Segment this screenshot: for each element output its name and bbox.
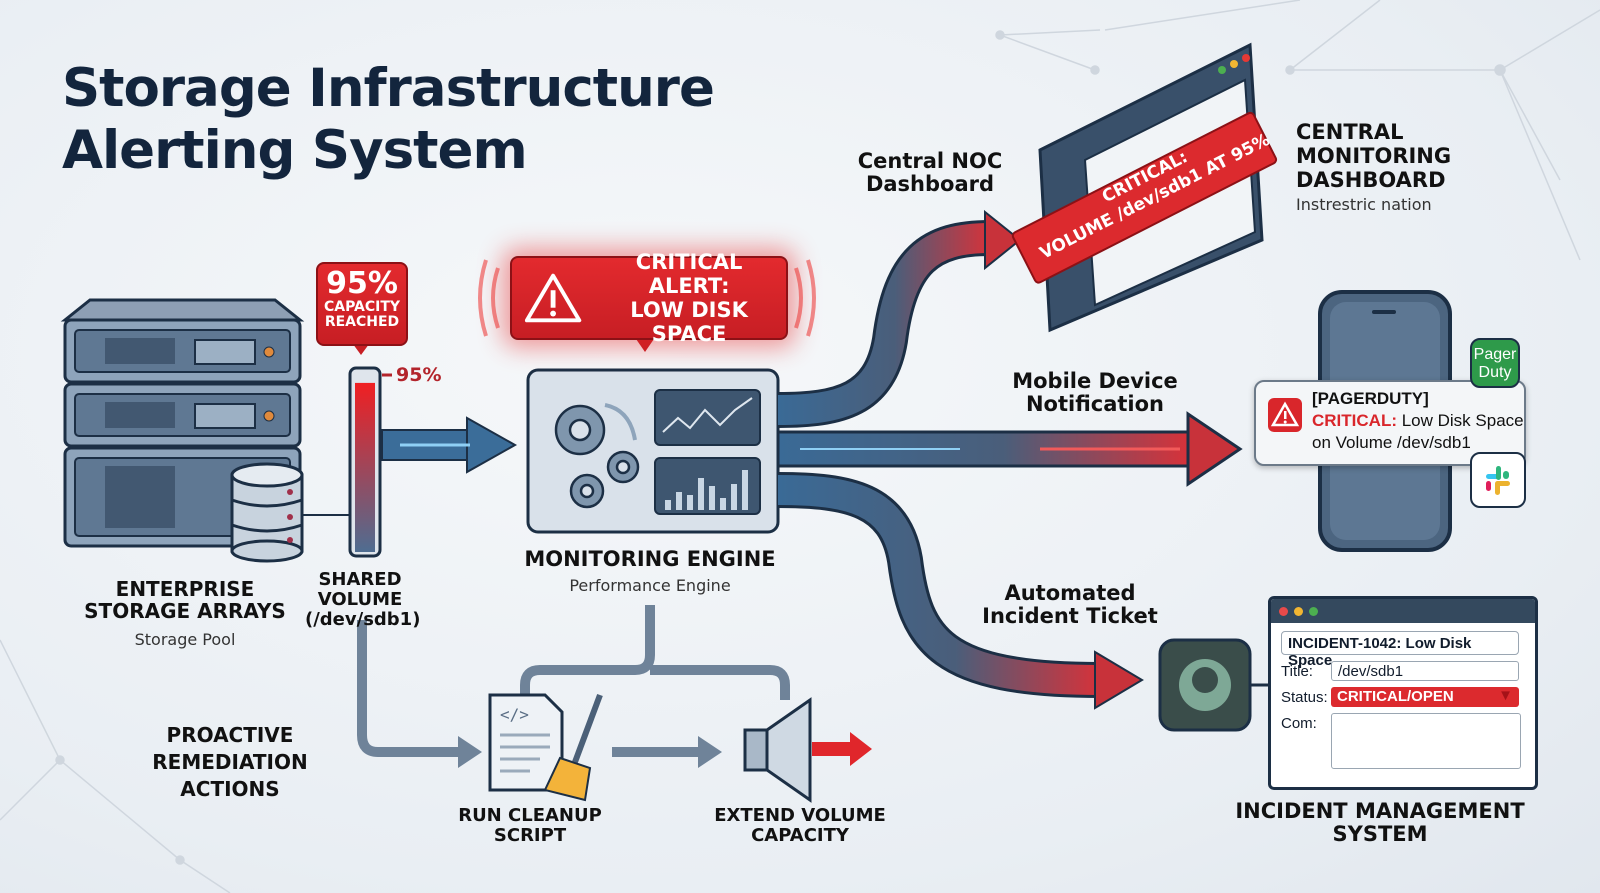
status-dropdown[interactable]: CRITICAL/OPEN ▼ [1331,687,1519,707]
incident-ticket-window: INCIDENT-1042: Low Disk Space Title: /de… [1268,596,1538,790]
volume-gauge [348,366,392,558]
title-label: Title: [1281,663,1313,680]
monitoring-engine-box [526,368,780,534]
svg-text:</>: </> [500,705,529,724]
central-monitoring-label: CENTRAL MONITORING DASHBOARD [1296,120,1452,192]
close-window-icon[interactable] [1279,606,1288,616]
pagerduty-notification[interactable]: [PAGERDUTY] CRITICAL: Low Disk Space on … [1254,380,1526,466]
run-cleanup-script-action[interactable]: RUN CLEANUP SCRIPT [458,805,602,846]
route-label-noc: Central NOC Dashboard [857,149,1003,197]
flow-arrow-to-mobile [776,411,1243,487]
remediation-heading: PROACTIVE REMEDIATION ACTIONS [152,723,308,801]
comment-label: Com: [1281,715,1317,732]
incident-app-icon [1158,638,1268,732]
maximize-window-icon[interactable] [1309,606,1318,616]
chevron-down-icon: ▼ [1498,687,1513,704]
notification-severity: CRITICAL: [1312,411,1397,430]
critical-alert-banner: CRITICAL ALERT: LOW DISK SPACE [510,250,788,346]
notification-message-line2: on Volume /dev/sdb1 [1312,433,1471,452]
flow-arrow-volume-to-engine [381,416,518,474]
route-label-mobile: Mobile Device Notification [1012,369,1178,417]
monitoring-engine-sublabel: Performance Engine [569,576,731,595]
storage-pool-sublabel: Storage Pool [134,630,236,649]
alert-wave-icon [478,259,816,337]
shared-volume-label: SHARED VOLUME (/dev/sdb1) [305,569,421,630]
flow-arrow-to-ticket [777,472,1144,710]
comment-field[interactable] [1331,713,1521,769]
critical-banner [1011,111,1278,284]
central-monitoring-sublabel: Instrestric nation [1296,195,1432,214]
notification-source: [PAGERDUTY] [1312,389,1429,408]
notification-message: Low Disk Space [1401,411,1524,430]
page-title: Storage Infrastructure Alerting System [62,58,715,181]
remediation-connectors [357,605,790,757]
monitoring-engine-label: MONITORING ENGINE [524,547,776,571]
capacity-badge: 95% CAPACITY REACHED [316,262,408,346]
capacity-value: 95% [326,266,398,301]
incident-heading: INCIDENT-1042: Low Disk Space [1281,631,1519,669]
gears-icon [554,404,640,509]
volume-gauge-fill [355,382,375,552]
extend-volume-icon [743,697,872,803]
title-field[interactable]: /dev/sdb1 [1331,661,1519,681]
window-titlebar [1271,599,1535,623]
pagerduty-badge[interactable]: Pager Duty [1470,338,1520,388]
database-icon [230,462,304,563]
storage-arrays-label: ENTERPRISE STORAGE ARRAYS [84,577,286,623]
incident-system-label: INCIDENT MANAGEMENT SYSTEM [1235,799,1525,847]
cleanup-script-icon: </> [488,693,603,802]
route-label-ticket: Automated Incident Ticket [982,581,1158,629]
warning-triangle-icon [1268,398,1302,432]
flow-arrow-to-noc [777,209,1022,428]
extend-volume-action[interactable]: EXTEND VOLUME CAPACITY [714,805,886,846]
status-label: Status: [1281,689,1328,706]
gauge-marker-label: 95% [396,364,442,386]
warning-triangle-icon [524,273,582,323]
slack-icon[interactable] [1470,452,1526,508]
minimize-window-icon[interactable] [1294,606,1303,616]
